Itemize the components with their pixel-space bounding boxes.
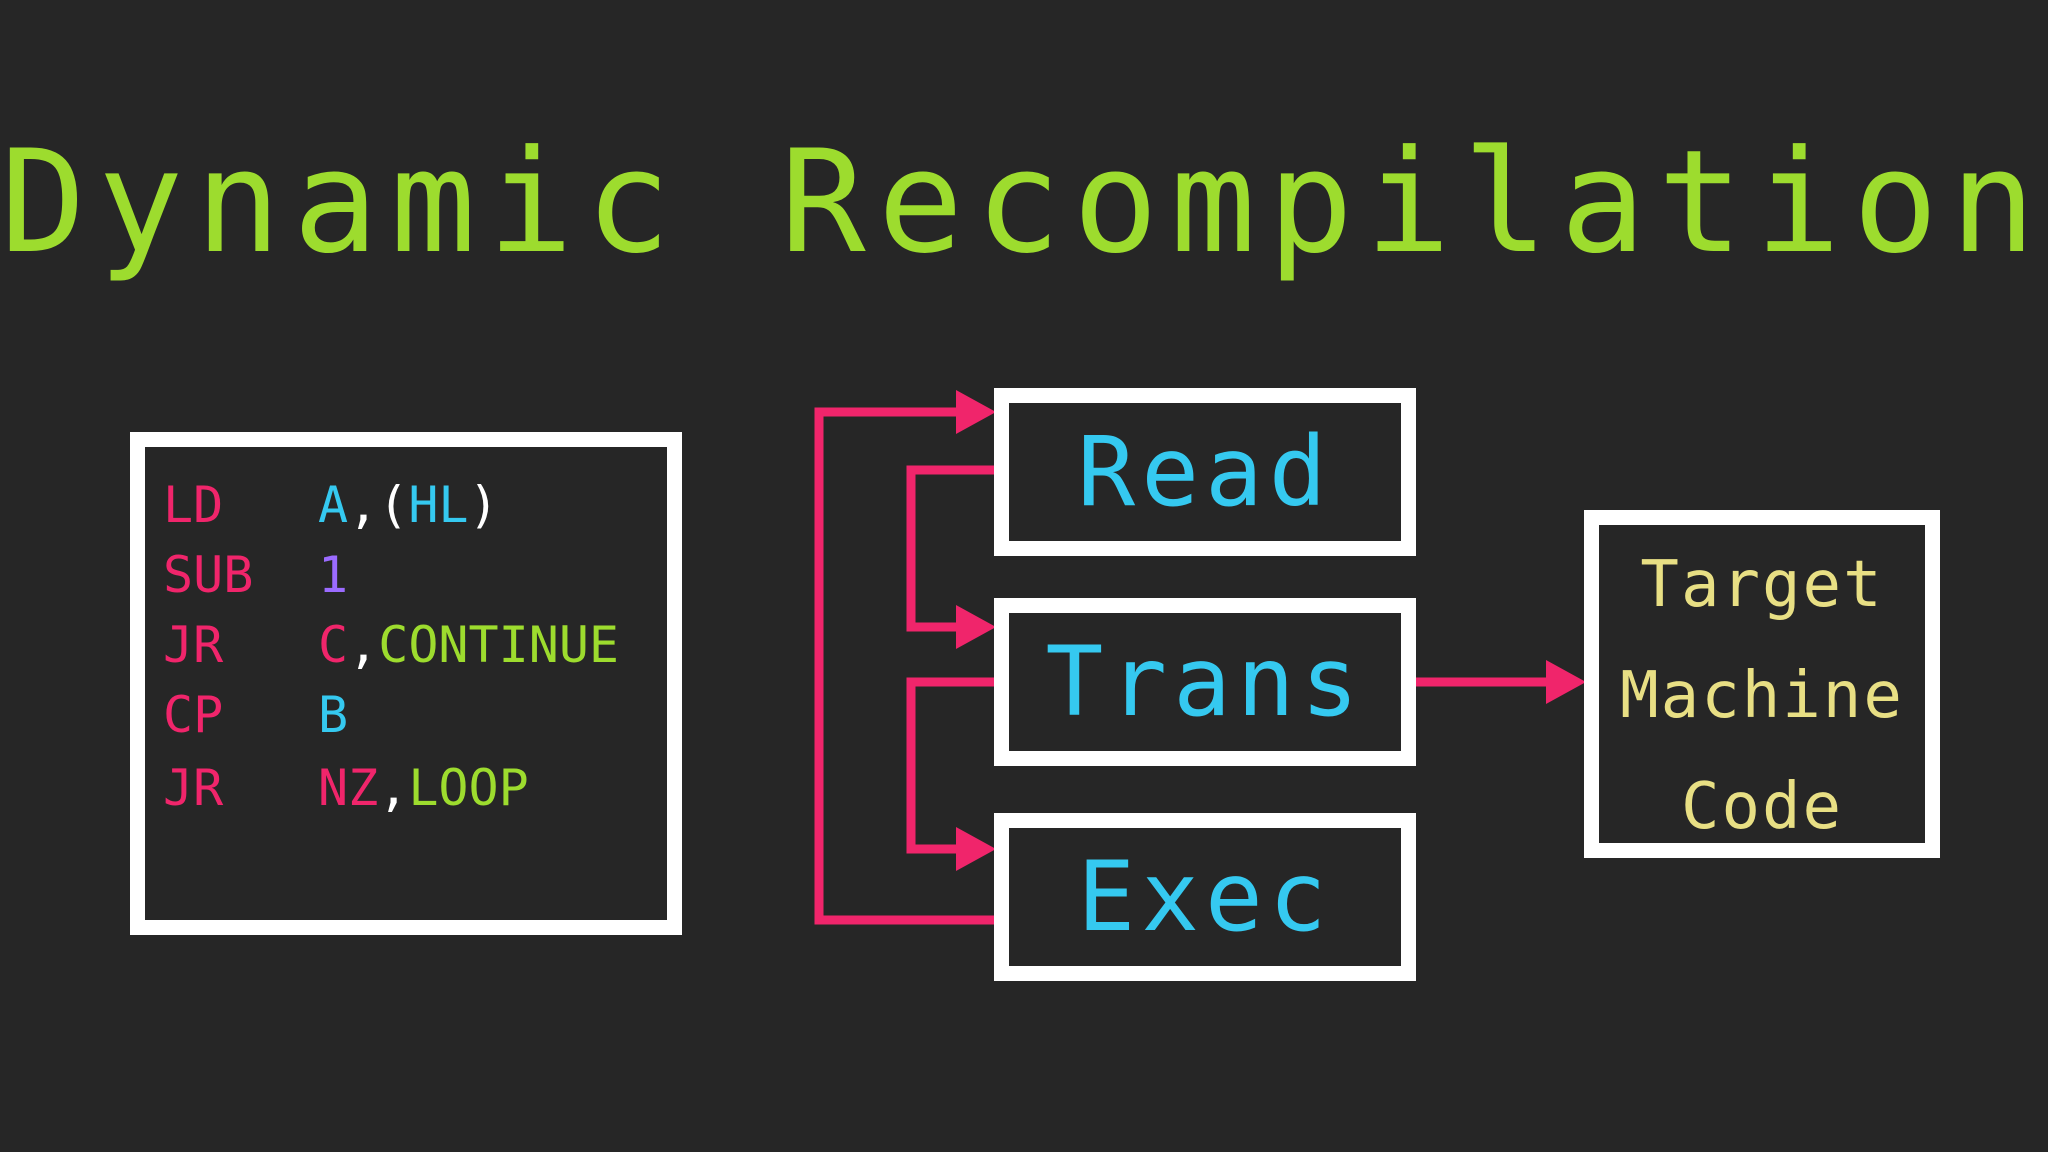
target-line-2: Machine [1620,659,1904,733]
code-mnemonic: SUB [163,546,254,604]
page-title: Dynamic Recompilation [0,120,2048,285]
code-operand: NZ [318,759,379,817]
target-line-3: Code [1680,770,1844,844]
code-operand: ) [468,476,499,534]
read-to-trans-line [906,465,994,632]
code-operands: B [318,685,348,745]
exec-stage-box: Exec [994,813,1416,981]
code-operand: , [348,476,379,534]
exec-stage-label: Exec [1077,841,1333,953]
code-operand: LOOP [408,759,529,817]
code-operand: CONTINUE [378,616,620,674]
trans-stage-label: Trans [1045,626,1365,738]
loop-exec-to-read-arrowhead [956,390,996,434]
trans-to-exec-line [906,677,994,854]
code-operand: HL [408,476,469,534]
target-line-1: Target [1640,548,1884,622]
code-operands: C,CONTINUE [318,615,619,675]
read-to-trans-arrowhead [956,605,996,649]
code-operand: 1 [318,546,349,604]
code-mnemonic: JR [163,616,224,674]
code-operand: B [318,686,349,744]
code-operands: 1 [318,545,348,605]
code-mnemonic: JR [163,759,224,817]
trans-to-exec-arrowhead [956,827,996,871]
code-operands: NZ,LOOP [318,758,529,818]
code-operand: A [318,476,349,534]
read-stage-label: Read [1077,416,1333,528]
code-mnemonic: CP [163,686,224,744]
code-operands: A,(HL) [318,475,499,535]
target-machine-code-box: Target Machine Code [1584,510,1940,858]
code-operand: , [348,616,379,674]
code-operand: , [378,759,409,817]
trans-to-target-arrowhead [1546,660,1586,704]
read-stage-box: Read [994,388,1416,556]
trans-stage-box: Trans [994,598,1416,766]
code-operand: C [318,616,349,674]
code-operand: ( [378,476,409,534]
code-mnemonic: LD [163,476,224,534]
loop-exec-to-read-line [814,407,994,925]
